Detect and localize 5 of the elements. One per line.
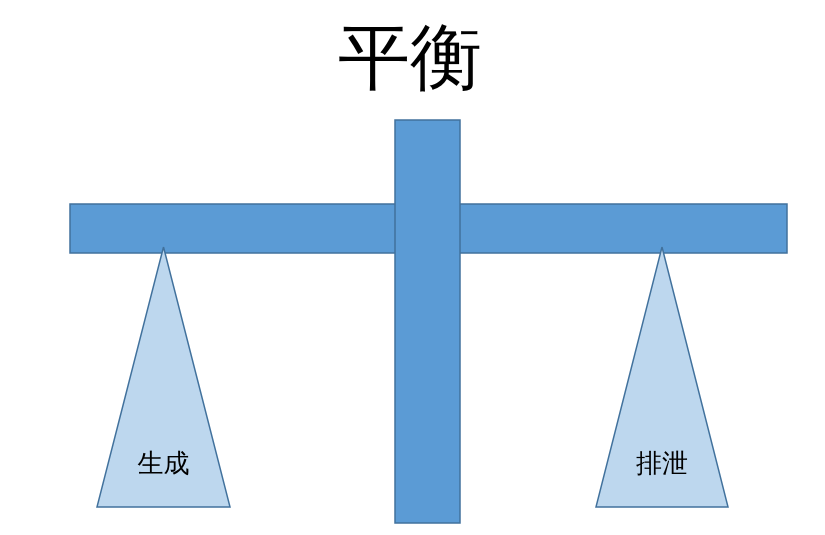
weight-label: 生成 — [138, 449, 190, 479]
title: 平衡 — [337, 14, 483, 101]
weight-triangle — [595, 246, 729, 508]
weight-label: 排泄 — [636, 449, 688, 479]
weight-triangle — [96, 246, 231, 508]
